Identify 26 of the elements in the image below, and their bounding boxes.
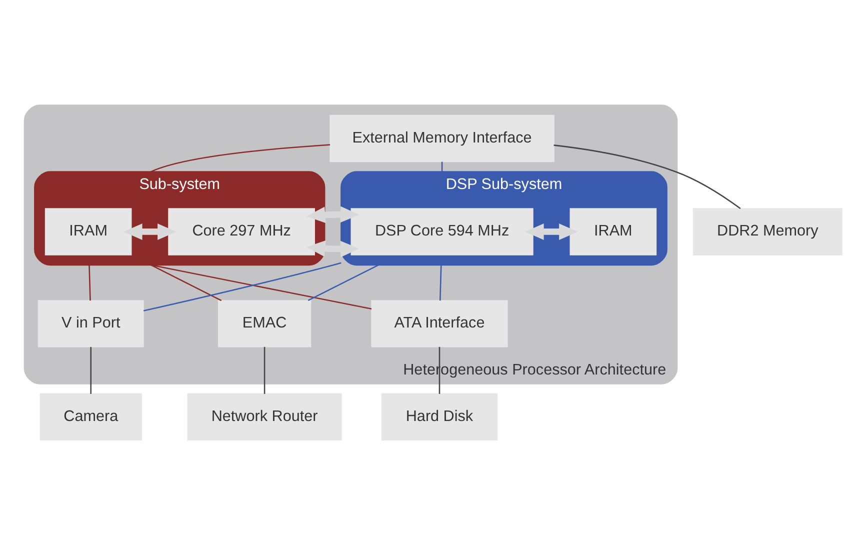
node-box: Core 297 MHz [168,208,315,256]
connector [88,264,91,301]
connector [143,262,342,312]
connector [90,346,92,394]
node-box: ATA Interface [371,300,508,348]
node-box: Camera [40,393,142,441]
node-box: EMAC [218,300,312,348]
arrow [525,224,578,240]
node-box: External Memory Interface [330,114,554,162]
node-box: DDR2 Memory [692,208,842,256]
connector [264,346,266,394]
arrow [123,224,176,240]
node-box: Network Router [187,393,342,441]
connector [150,264,222,302]
connector [439,264,442,301]
arrow [306,206,360,258]
connector [308,264,379,302]
node-box: Hard Disk [381,393,498,441]
node-box: V in Port [38,300,144,348]
node-box: DSP Core 594 MHz [350,208,534,256]
node-box: IRAM [44,208,132,256]
connector [150,264,372,310]
connector [150,144,330,172]
connector [441,162,443,172]
connector [554,144,741,210]
node-box: IRAM [570,208,657,256]
